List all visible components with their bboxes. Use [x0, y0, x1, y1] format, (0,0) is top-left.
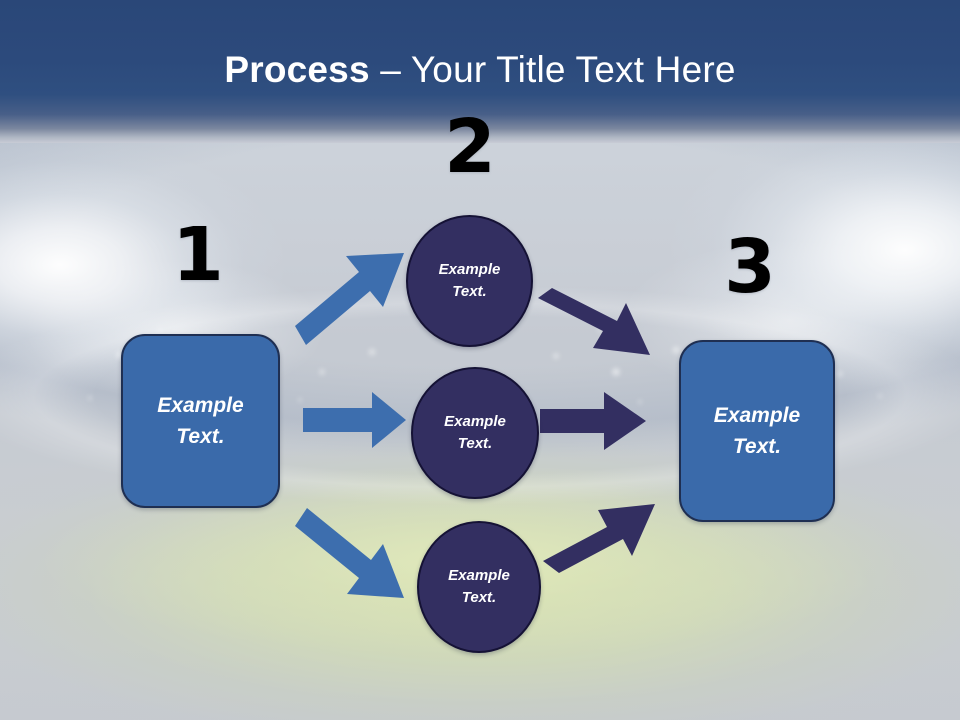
process-circle-top-line2: Text.	[452, 283, 487, 300]
process-box-right-line2: Text.	[732, 435, 782, 458]
arrow-middle-circle-to-right-box	[540, 392, 646, 450]
process-box-right[interactable]: Example Text.	[679, 340, 835, 522]
process-box-left[interactable]: Example Text.	[121, 334, 280, 508]
process-circle-bottom[interactable]: Example Text.	[417, 521, 541, 653]
page-title-bold: Process	[224, 49, 370, 90]
process-circle-middle[interactable]: Example Text.	[411, 367, 539, 499]
page-title: Process – Your Title Text Here	[0, 48, 960, 92]
process-circle-top[interactable]: Example Text.	[406, 215, 533, 347]
step-number-2: 2	[444, 104, 496, 190]
arrow-left-to-middle-circle	[303, 392, 406, 448]
process-circle-middle-line2: Text.	[457, 435, 493, 452]
process-circle-top-line1: Example	[438, 261, 501, 278]
arrow-top-circle-to-right-box	[538, 288, 650, 355]
arrow-left-to-top-circle	[295, 253, 404, 345]
process-box-left-line2: Text.	[176, 425, 225, 448]
step-number-1: 1	[172, 212, 224, 298]
arrow-bottom-circle-to-right-box	[543, 504, 655, 573]
process-circle-middle-line1: Example	[444, 413, 506, 430]
process-circle-bottom-line1: Example	[448, 567, 510, 584]
process-box-left-line1: Example	[157, 394, 244, 417]
arrow-left-to-bottom-circle	[295, 508, 404, 598]
step-number-3: 3	[724, 224, 776, 310]
page-title-separator: –	[369, 49, 411, 90]
page-title-rest: Your Title Text Here	[410, 49, 736, 90]
title-band	[0, 0, 960, 143]
process-box-right-line1: Example	[713, 404, 801, 427]
process-circle-bottom-line2: Text.	[461, 589, 497, 606]
